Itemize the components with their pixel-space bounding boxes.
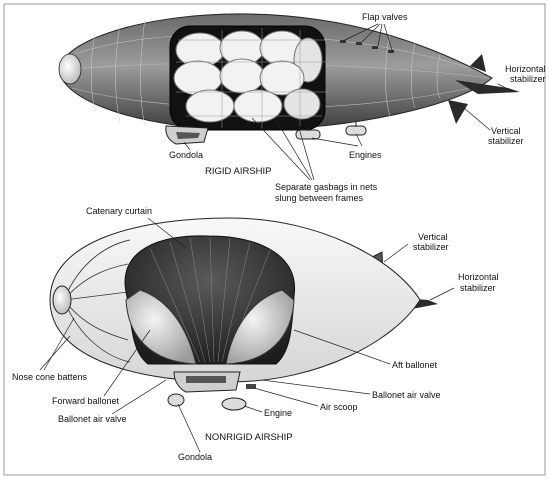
label-nonrigid-vertical-stabilizer: Vertical [418, 232, 448, 242]
label-nonrigid-horizontal-stabilizer-2: stabilizer [460, 283, 496, 293]
label-engine: Engine [264, 408, 292, 418]
nonrigid-engine-left [168, 394, 184, 406]
gasbag [220, 59, 264, 93]
nonrigid-gondola-window [186, 376, 226, 383]
nonrigid-airship: Catenary curtain Vertical stabilizer Hor… [12, 206, 499, 462]
label-nonrigid-vertical-stabilizer-2: stabilizer [413, 242, 449, 252]
nonrigid-engine-right [222, 398, 246, 410]
label-flap-valves: Flap valves [362, 12, 408, 22]
label-nose-cone-battens: Nose cone battens [12, 372, 88, 382]
label-rigid-vertical-stabilizer: Vertical [491, 126, 521, 136]
label-rigid-horizontal-stabilizer: Horizontal [505, 64, 546, 74]
label-ballonet-air-valve-left: Ballonet air valve [58, 414, 127, 424]
rigid-nose-cap [59, 54, 81, 84]
label-rigid-horizontal-stabilizer-2: stabilizer [510, 74, 546, 84]
rigid-gondola-window [176, 132, 200, 139]
rigid-vertical-fin-bottom [448, 100, 468, 124]
gasbag [186, 90, 234, 122]
label-forward-ballonet: Forward ballonet [52, 396, 120, 406]
label-nonrigid-horizontal-stabilizer: Horizontal [458, 272, 499, 282]
rigid-engine [346, 126, 366, 135]
label-ballonet-air-valve-right: Ballonet air valve [372, 390, 441, 400]
label-rigid-gondola: Gondola [169, 150, 203, 160]
gasbag [234, 90, 282, 122]
label-nonrigid-gondola: Gondola [178, 452, 212, 462]
label-rigid-vertical-stabilizer-2: stabilizer [488, 136, 524, 146]
label-gasbags: Separate gasbags in nets [275, 182, 378, 192]
label-rigid-engines: Engines [349, 150, 382, 160]
nonrigid-nose-cone [53, 286, 71, 314]
label-rigid-title: RIGID AIRSHIP [205, 166, 272, 177]
label-air-scoop: Air scoop [320, 402, 358, 412]
label-catenary-curtain: Catenary curtain [86, 206, 152, 216]
rigid-airship: Flap valves Horizontal stabilizer Vertic… [59, 12, 546, 203]
label-nonrigid-title: NONRIGID AIRSHIP [205, 432, 293, 443]
label-gasbags-2: slung between frames [275, 193, 364, 203]
gasbag [284, 89, 320, 119]
label-aft-ballonet: Aft ballonet [392, 360, 438, 370]
